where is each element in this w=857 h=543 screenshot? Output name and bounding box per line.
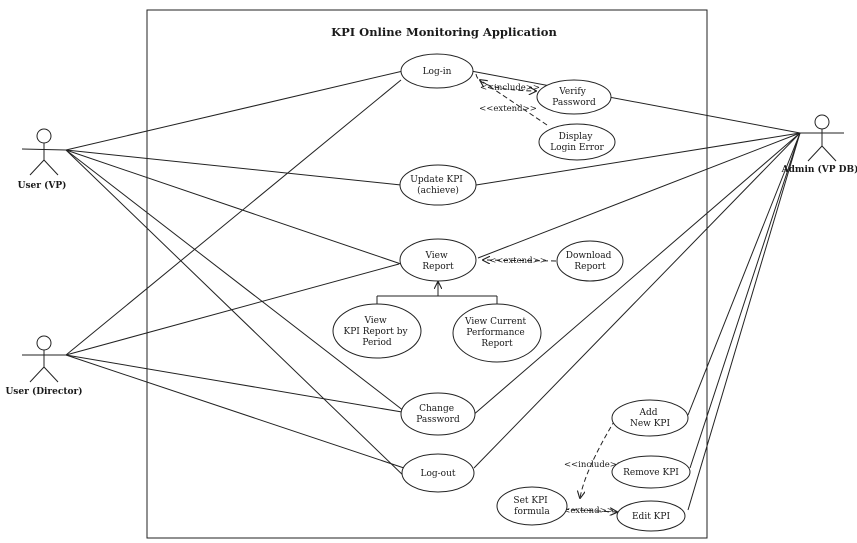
use-case-update-kpi[interactable]: Update KPI (achieve) [399,164,477,206]
system-title: KPI Online Monitoring Application [331,25,557,39]
svg-text:Change Password: Change Password [416,404,460,425]
actor-label-admin: Admin (VP DB) [781,164,857,175]
label-include-formula: <<include>> [564,460,624,470]
svg-text:View Current Performance: View Current Performance Report [464,317,529,349]
admin-associations [470,70,801,511]
include-extend-relations [475,73,617,512]
use-case-verify-password[interactable]: Verify Password [536,79,612,115]
svg-text:Log-in: Log-in [423,67,452,77]
use-case-logout[interactable]: Log-out [401,453,475,493]
svg-text:View Report: View Report [422,251,454,272]
actor-user-vp[interactable] [21,128,67,176]
stick-figure-icon [36,128,52,144]
svg-text:Display Login Error: Display Login Error [550,132,604,153]
svg-text:Set KPI formula: Set KPI formula [513,496,550,517]
use-case-view-kpi-report-by-period[interactable]: View KPI Report by Period [332,303,422,359]
actor-label-vp: User (VP) [18,180,67,191]
use-case-view-report[interactable]: View Report [399,238,477,282]
svg-text:Log-out: Log-out [420,469,455,479]
use-case-display-login-error[interactable]: Display Login Error [538,123,616,161]
label-extend-download: <<extend>> [489,256,547,266]
vp-associations [65,70,409,481]
svg-text:Verify Password: Verify Password [552,87,596,108]
svg-text:Update KPI (achieve): Update KPI (achieve) [410,175,466,196]
actor-user-director[interactable] [22,335,66,383]
use-case-download-report[interactable]: Download Report [556,240,624,282]
svg-text:Edit KPI: Edit KPI [632,512,670,522]
use-case-view-current-performance-report[interactable]: View Current Performance Report [452,303,542,363]
svg-text:Download Report: Download Report [566,251,614,272]
svg-text:Remove KPI: Remove KPI [623,468,679,478]
actor-admin-vp-db[interactable] [800,114,844,162]
director-associations [65,79,405,469]
system-boundary [146,9,708,539]
label-extend-error: <<extend>> [479,104,537,114]
label-extend-formula: <<extend>> [556,506,614,516]
stick-figure-icon [36,335,52,351]
label-include-verify: <<include>> [480,83,540,93]
stick-figure-icon [814,114,830,130]
svg-text:View KPI Report by: View KPI Report by Period [344,316,411,348]
use-case-add-new-kpi[interactable]: Add New KPI [611,399,689,437]
svg-text:Add New KPI: Add New KPI [630,408,671,429]
use-case-change-password[interactable]: Change Password [400,392,476,436]
use-case-remove-kpi[interactable]: Remove KPI [611,455,691,489]
actor-label-director: User (Director) [5,386,82,397]
use-case-set-kpi-formula[interactable]: Set KPI formula [496,486,568,526]
use-case-login[interactable]: Log-in [400,53,474,89]
use-case-edit-kpi[interactable]: Edit KPI [616,500,686,532]
